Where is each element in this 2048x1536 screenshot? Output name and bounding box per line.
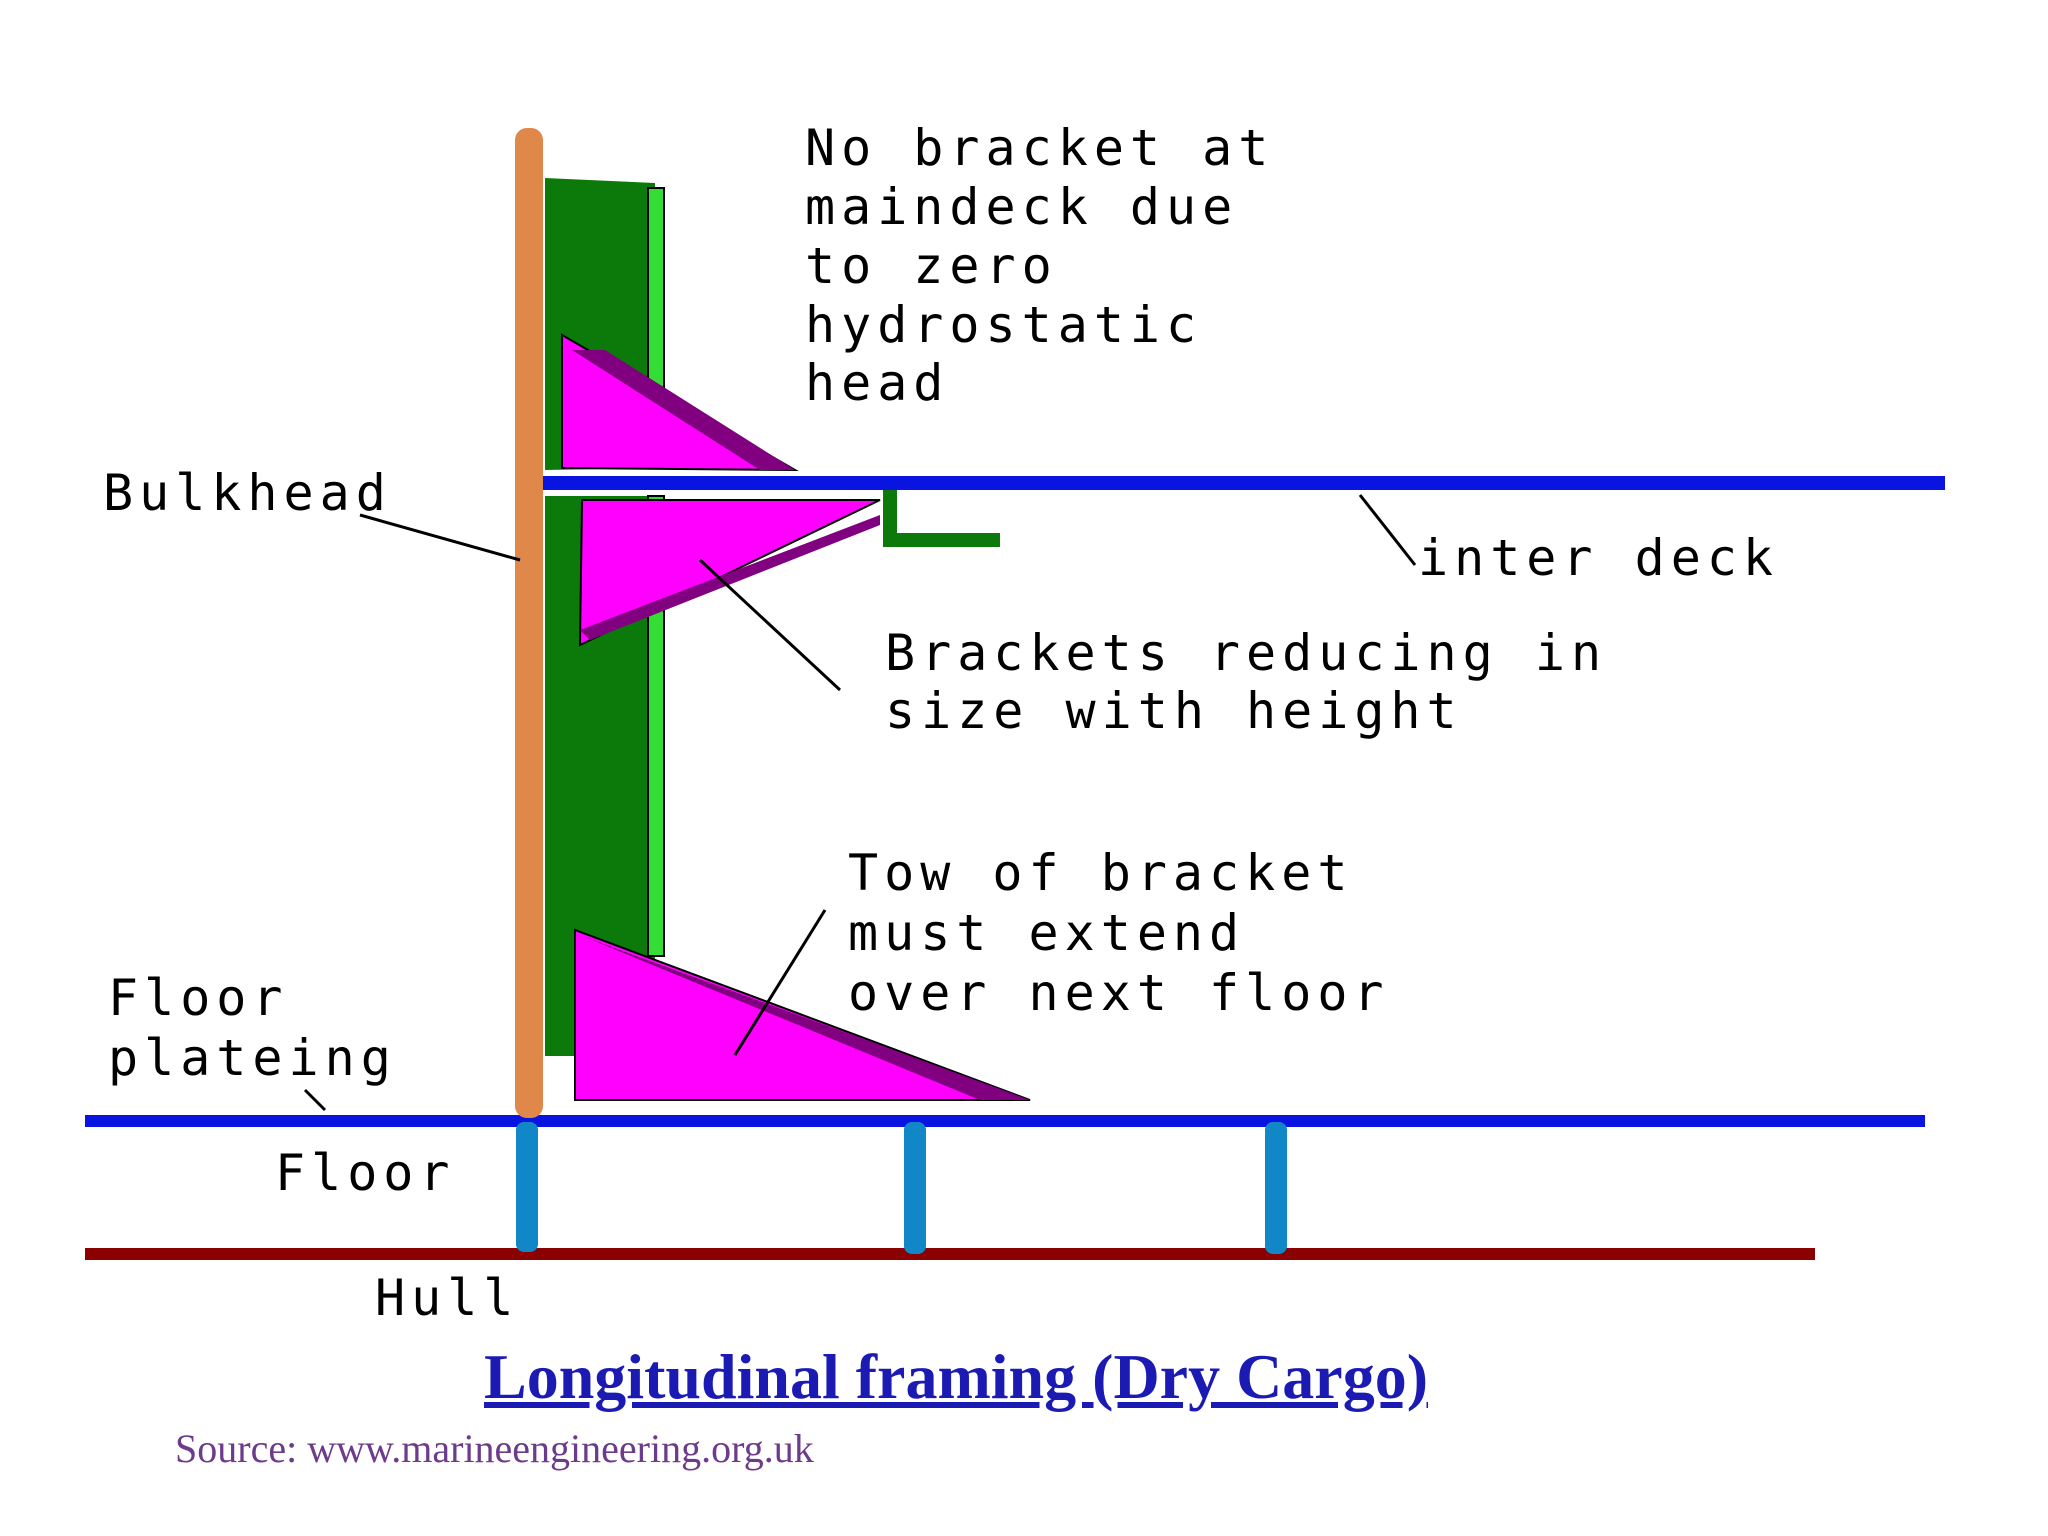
tow-of-bracket-label: Tow of bracket must extend over next flo… (848, 844, 1390, 1022)
bulkhead (515, 128, 543, 1118)
floor-plating (85, 1115, 1925, 1127)
inter-deck-label: inter deck (1418, 529, 1779, 587)
bulkhead-leader (359, 513, 521, 562)
lower-bracket (574, 928, 1031, 1101)
inter-deck (540, 476, 1945, 490)
inter-deck-bracket-flange (580, 515, 880, 640)
tow-leader (733, 909, 827, 1056)
hull-label: Hull (375, 1269, 519, 1327)
floor-2 (904, 1122, 926, 1254)
floor-label: Floor (275, 1144, 456, 1202)
diagram-title: Longitudinal framing (Dry Cargo) (484, 1341, 1428, 1412)
hull (85, 1248, 1815, 1260)
source-credit: Source: www.marineengineering.org.uk (175, 1426, 814, 1471)
inter-deck-longitudinal (883, 490, 1000, 547)
upper-bracket-flange (572, 350, 795, 470)
no-bracket-label: No bracket at maindeck due to zero hydro… (805, 119, 1310, 412)
floor-3 (1265, 1122, 1287, 1254)
floor-plating-label: Floor plateing (108, 969, 397, 1087)
brackets-leader (698, 558, 842, 692)
bulkhead-label: Bulkhead (103, 464, 392, 522)
floor-plating-leader (303, 1088, 327, 1112)
inter-deck-leader (1358, 494, 1417, 566)
floor-1 (516, 1122, 538, 1252)
brackets-reducing-label: Brackets reducing in size with height (885, 624, 1643, 740)
